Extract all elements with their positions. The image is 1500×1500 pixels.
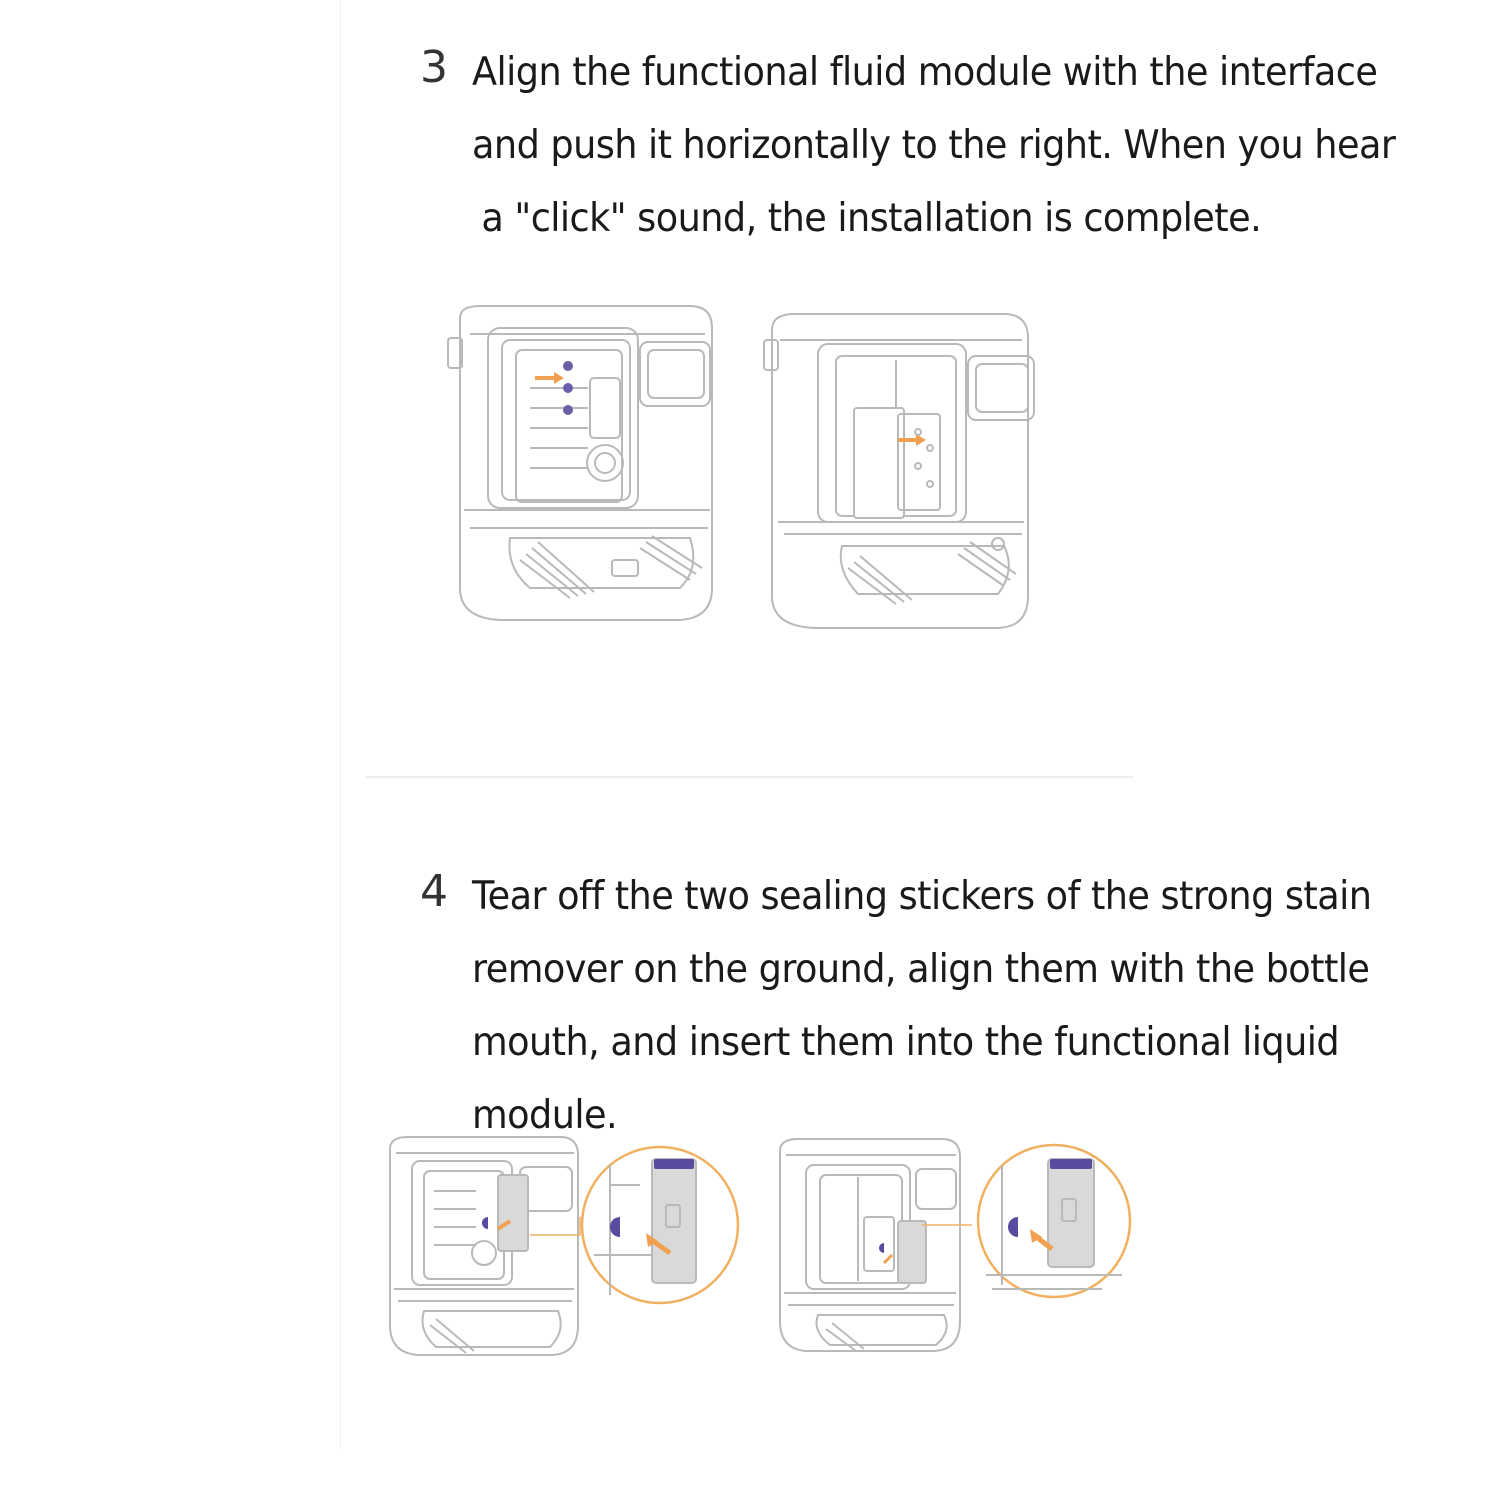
step-instructions: Tear off the two sealing stickers of the… [472, 860, 1429, 1152]
station-illustration-step3-b [758, 308, 1048, 638]
step-3-line-1: Align the functional fluid module with t… [472, 50, 1378, 95]
step-instructions: Align the functional fluid module with t… [472, 36, 1454, 255]
step-number: 3 [420, 42, 448, 93]
left-margin-rule [340, 0, 341, 1450]
step-4-line-4: module. [472, 1093, 618, 1138]
step-4-line-2: remover on the ground, align them with t… [472, 947, 1370, 992]
step-3-line-2: and push it horizontally to the right. W… [472, 123, 1396, 168]
section-divider [365, 776, 1133, 778]
station-illustration-step4-a [380, 1125, 745, 1365]
step-3-line-3: a "click" sound, the installation is com… [481, 196, 1262, 241]
step-4-line-3: mouth, and insert them into the function… [472, 1020, 1340, 1065]
station-illustration-step3-a [440, 298, 730, 638]
step-4-line-1: Tear off the two sealing stickers of the… [472, 874, 1372, 919]
station-illustration-step4-b [772, 1125, 1142, 1360]
step-number: 4 [420, 866, 448, 917]
